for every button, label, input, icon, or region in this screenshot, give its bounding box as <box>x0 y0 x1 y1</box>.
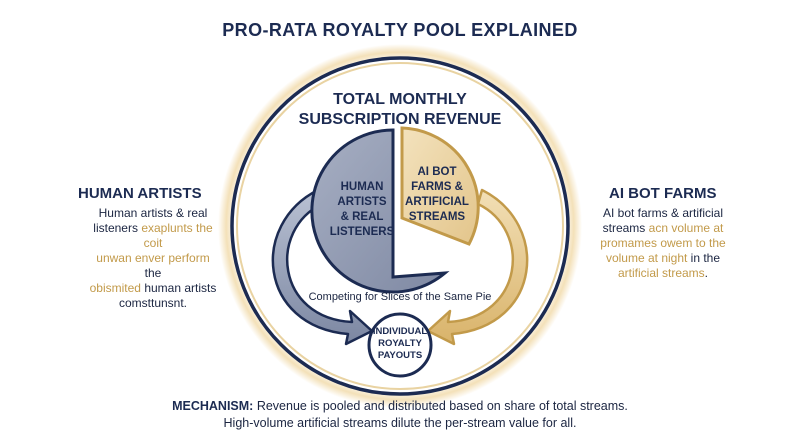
footer-line-1: MECHANISM: Revenue is pooled and distrib… <box>0 398 800 415</box>
right-line-4b: in the <box>687 251 721 265</box>
right-line-2b: acn volume at <box>648 221 724 235</box>
mechanism-footer: MECHANISM: Revenue is pooled and distrib… <box>0 398 800 432</box>
human-slice <box>310 128 450 294</box>
ai-slice-label-3: ARTIFICIAL <box>405 196 469 208</box>
left-line-5: comsttunsnt. <box>118 296 188 310</box>
circle-heading-line1: TOTAL MONTHLY <box>333 91 467 108</box>
ai-slice-label-1: AI BOT <box>418 166 457 178</box>
right-line-4a: volume at night <box>605 251 688 265</box>
right-line-2: streams acn volume at <box>598 221 728 236</box>
payout-label-2: ROYALTY <box>378 338 422 349</box>
ai-slice-label-4: STREAMS <box>409 211 466 223</box>
ai-flow-arrow <box>426 188 529 346</box>
circle-heading-line2: SUBSCRIPTION REVENUE <box>299 111 502 128</box>
left-line-3: unwan enver perform the <box>88 251 218 281</box>
left-line-4b: human artists <box>140 281 217 295</box>
human-artists-description: Human artists & real listeners exaplunts… <box>88 206 218 311</box>
human-artists-heading: HUMAN ARTISTS <box>78 185 202 202</box>
competing-label: Competing for Slices of the Same Pie <box>309 291 492 303</box>
payout-circle <box>367 312 433 378</box>
left-line-2: listeners exaplunts the coit <box>88 221 218 251</box>
ai-slice-label-2: FARMS & <box>411 181 463 193</box>
footer-label: MECHANISM: <box>172 399 254 413</box>
left-line-3a: unwan enver perform <box>96 251 210 265</box>
right-line-4: volume at night in the <box>598 251 728 266</box>
left-line-2b: exaplunts the coit <box>141 221 213 250</box>
payout-label-1: INDIVIDUAL <box>373 326 428 337</box>
ai-bot-farms-description: AI bot farms & artificial streams acn vo… <box>598 206 728 281</box>
left-line-1: Human artists & real <box>98 206 208 220</box>
payout-label-3: PAYOUTS <box>378 350 422 361</box>
ai-bot-farms-slice <box>400 126 480 246</box>
left-line-3b: the <box>144 266 162 280</box>
human-slice-label-3: & REAL <box>341 211 384 223</box>
human-slice-label-4: LISTENERS <box>330 226 395 238</box>
revenue-pool-inner-ring <box>236 62 564 390</box>
right-line-2a: streams <box>602 221 649 235</box>
page-title: PRO-RATA ROYALTY POOL EXPLAINED <box>222 20 578 40</box>
footer-line-2: High-volume artificial streams dilute th… <box>223 416 577 430</box>
right-line-5: artificial streams. <box>598 266 728 281</box>
human-slice-label-2: ARTISTS <box>337 196 387 208</box>
footer-line-1-text: Revenue is pooled and distributed based … <box>253 399 628 413</box>
ai-bot-farms-heading: AI BOT FARMS <box>609 185 717 202</box>
human-slice-label-1: HUMAN <box>341 181 384 193</box>
right-line-5a: artificial streams <box>617 266 705 280</box>
right-line-3: promames owem to the <box>600 236 726 250</box>
right-line-5b: . <box>704 266 709 280</box>
left-line-2a: listeners <box>93 221 142 235</box>
human-flow-arrow <box>271 188 374 346</box>
left-line-4a: obismited <box>89 281 141 295</box>
revenue-pool-circle <box>230 56 570 396</box>
right-line-1: AI bot farms & artificial <box>602 206 724 220</box>
left-line-4: obismited human artists <box>88 281 218 296</box>
